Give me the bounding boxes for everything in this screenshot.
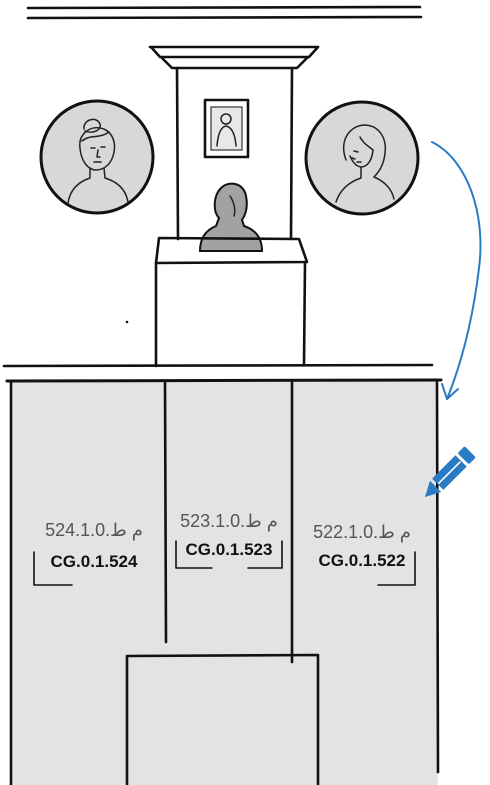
- curved-arrow-icon: [431, 141, 482, 400]
- pencil-eraser: [458, 446, 476, 464]
- label-wall-panel: [5, 378, 443, 785]
- portrait-left-bun: [83, 118, 101, 133]
- label-arabic-code: م ط.522.1.0: [313, 522, 411, 542]
- framed-portrait: [203, 98, 250, 159]
- wall-column: [148, 45, 320, 241]
- portrait-left-shoulders: [67, 167, 129, 204]
- object-label-523: م ط.523.1.0 CG.0.1.523: [164, 510, 294, 561]
- label-bracket-middle-right: [247, 540, 283, 569]
- bust-sculpture: [198, 182, 264, 252]
- bust-pedestal: [154, 236, 309, 368]
- round-portrait-right: [304, 100, 420, 216]
- panel-divider-left: [163, 379, 168, 644]
- column-shaft: [175, 66, 294, 241]
- gallery-wall-sketch: [2, 5, 434, 368]
- ceiling-line-lower: [26, 15, 423, 20]
- portrait-right-shoulders: [335, 167, 395, 203]
- arrow-head: [441, 383, 459, 400]
- label-bracket-middle-left: [175, 540, 213, 569]
- framed-portrait-body: [216, 125, 237, 147]
- label-arabic-code: م ط.524.1.0: [45, 520, 143, 540]
- panel-background: [10, 381, 438, 785]
- medallion-right-frame: [304, 100, 420, 216]
- panel-right-edge: [435, 378, 440, 774]
- pedestal-top: [154, 236, 309, 265]
- column-capital: [148, 45, 320, 70]
- label-bracket-left: [33, 551, 73, 586]
- label-bracket-right: [377, 551, 416, 586]
- portrait-right-face: [349, 136, 374, 168]
- pencil-icon: [425, 446, 476, 497]
- portrait-left-face: [90, 146, 106, 163]
- label-arabic-code: م ط.523.1.0: [180, 511, 278, 531]
- portrait-right-features: [351, 150, 362, 163]
- pedestal-sides: [154, 260, 307, 368]
- arrow-curve: [431, 141, 482, 400]
- framed-portrait-head: [220, 113, 232, 125]
- object-label-524: م ط.524.1.0 CG.0.1.524: [29, 519, 159, 573]
- bust-face-detail: [229, 195, 236, 217]
- framed-portrait-canvas: [210, 106, 243, 151]
- label-latin-code: CG.0.1.522: [318, 551, 406, 570]
- label-latin-code: CG.0.1.523: [185, 540, 273, 559]
- label-latin-code: CG.0.1.524: [50, 552, 138, 571]
- pedestal-front: [125, 653, 320, 785]
- framed-portrait-frame: [203, 98, 250, 159]
- panel-top-edge: [5, 378, 443, 383]
- ceiling-line-upper: [26, 5, 422, 10]
- round-portrait-left: [39, 99, 155, 215]
- pencil-tip: [425, 480, 442, 497]
- portrait-left-hairline: [81, 131, 110, 142]
- object-label-522: م ط.522.1.0 CG.0.1.522: [297, 521, 427, 572]
- portrait-right-hair: [343, 124, 387, 178]
- pencil-stripe: [437, 461, 461, 485]
- floor-speck: [125, 320, 129, 324]
- floor-line: [2, 363, 434, 368]
